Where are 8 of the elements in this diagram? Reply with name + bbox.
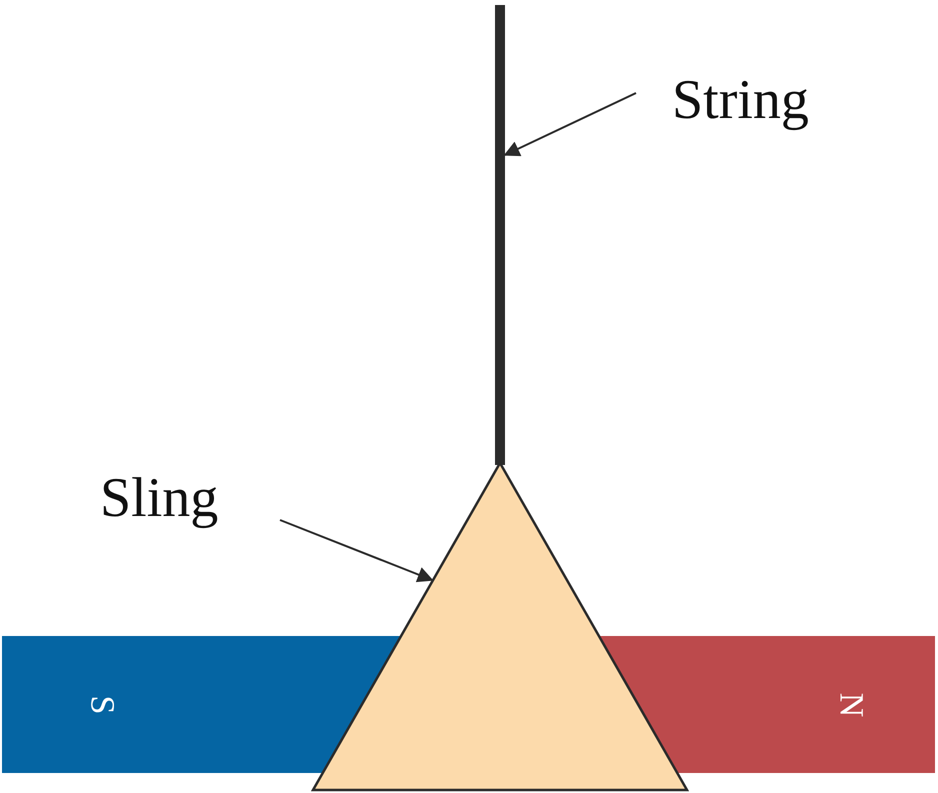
callout-label: Sling <box>100 470 218 526</box>
magnet-bar <box>2 636 402 773</box>
string-bar <box>495 5 505 465</box>
callout-label: String <box>672 72 809 128</box>
pole-label: S <box>84 695 118 714</box>
pole-label: N <box>833 692 868 717</box>
leader-line <box>280 519 434 582</box>
leader-line <box>504 92 636 156</box>
